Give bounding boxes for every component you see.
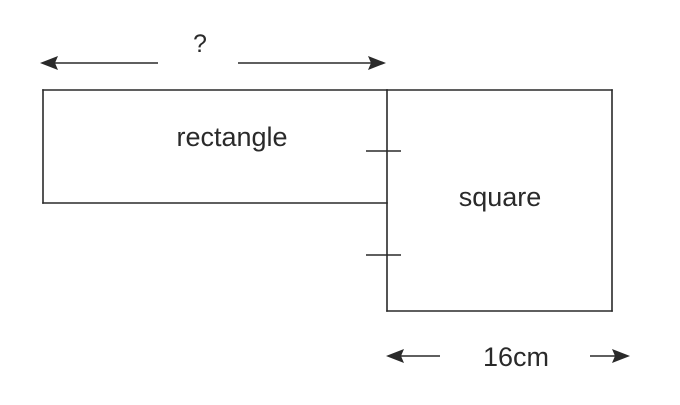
square-shape: [386, 89, 613, 312]
unknown-length-arrow: [40, 56, 386, 70]
square-side-arrow: [386, 349, 630, 363]
arrow-left-head-icon: [40, 56, 58, 70]
unknown-length-label: ?: [193, 30, 207, 58]
arrow-right-head-icon: [368, 56, 386, 70]
square-side-length-label: 16cm: [483, 342, 549, 372]
arrow-left-head-icon: [386, 349, 404, 363]
rectangle-shape: [42, 89, 388, 204]
square-label: square: [459, 182, 542, 212]
rectangle-label: rectangle: [176, 122, 287, 152]
arrow-right-head-icon: [612, 349, 630, 363]
